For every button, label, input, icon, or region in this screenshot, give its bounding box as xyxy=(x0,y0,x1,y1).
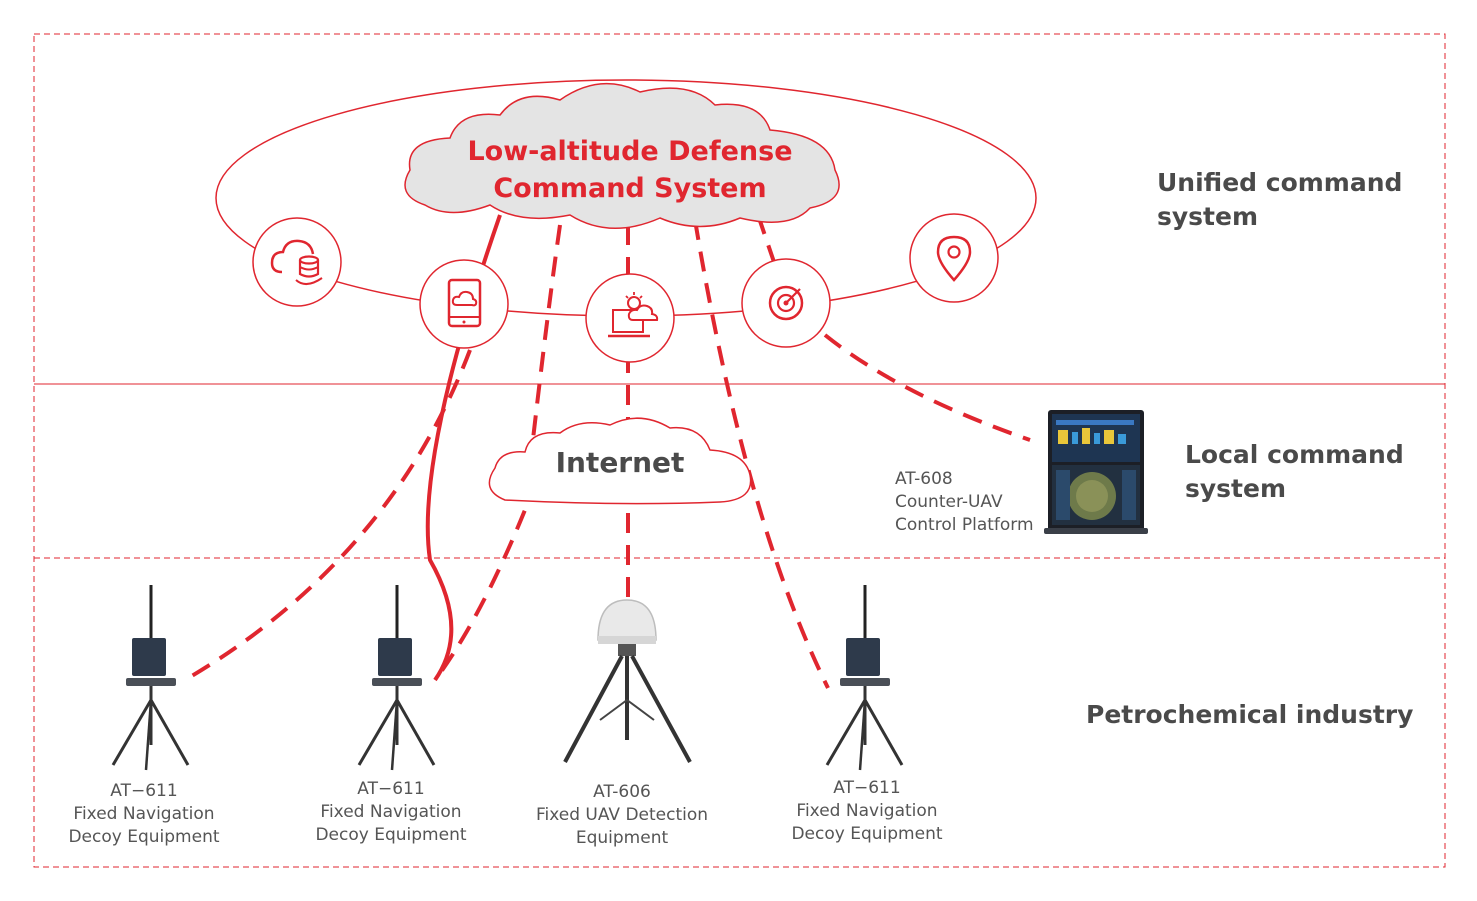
internet-cloud-shape xyxy=(488,417,752,505)
internet-label: Internet xyxy=(555,446,685,479)
device-4-line2: Decoy Equipment xyxy=(791,824,943,844)
device-2-model: AT−611 xyxy=(357,779,425,799)
device-4-line1: Fixed Navigation xyxy=(796,801,938,821)
main-cloud-shape xyxy=(404,82,840,229)
device-caption-2: AT−611 Fixed Navigation Decoy Equipment xyxy=(291,778,491,847)
device-1-model: AT−611 xyxy=(110,781,178,801)
platform-line1: Counter-UAV xyxy=(895,492,1003,512)
device-3-line2: Equipment xyxy=(575,828,669,848)
tier-local-line2: system xyxy=(1185,474,1287,503)
decoy-device-4-image xyxy=(825,585,904,771)
device-1-line1: Fixed Navigation xyxy=(73,804,215,824)
tier-petro-line1: Petrochemical industry xyxy=(1086,700,1414,729)
tier-local-line1: Local command xyxy=(1185,440,1404,469)
device-2-line1: Fixed Navigation xyxy=(320,802,462,822)
tier-unified-line1: Unified command xyxy=(1157,168,1403,197)
platform-line2: Control Platform xyxy=(895,515,1034,535)
device-caption-3: AT-606 Fixed UAV Detection Equipment xyxy=(512,781,732,850)
cloud-database-icon xyxy=(252,217,342,307)
link-cloud-to-internet xyxy=(433,224,562,682)
device-caption-1: AT−611 Fixed Navigation Decoy Equipment xyxy=(44,780,244,849)
cloud-title-line2: Command System xyxy=(493,173,767,204)
device-1-line2: Decoy Equipment xyxy=(68,827,220,847)
device-caption-4: AT−611 Fixed Navigation Decoy Equipment xyxy=(767,777,967,846)
link-cloud-to-decoy-4 xyxy=(693,219,830,689)
link-radar-to-platform xyxy=(823,333,1031,442)
platform-model: AT-608 xyxy=(895,469,953,489)
location-pin-icon xyxy=(909,213,999,303)
laptop-weather-icon xyxy=(585,273,675,363)
decoy-device-1-image xyxy=(111,585,190,771)
tier-unified-line2: system xyxy=(1157,202,1259,231)
platform-caption: AT-608 Counter-UAV Control Platform xyxy=(895,468,1034,537)
cloud-title-line1: Low-altitude Defense xyxy=(467,136,793,167)
device-3-model: AT-606 xyxy=(593,782,651,802)
control-platform-image xyxy=(1044,410,1148,534)
tier-label-unified: Unified command system xyxy=(1157,166,1402,234)
device-4-model: AT−611 xyxy=(833,778,901,798)
tier-label-petro: Petrochemical industry xyxy=(1086,698,1413,732)
cloud-title: Low-altitude Defense Command System xyxy=(420,133,840,207)
radar-target-icon xyxy=(741,258,831,348)
decoy-device-2-image xyxy=(357,585,436,771)
device-3-line1: Fixed UAV Detection xyxy=(535,805,709,825)
detection-device-image xyxy=(563,599,692,763)
device-2-line2: Decoy Equipment xyxy=(315,825,467,845)
tier-label-local: Local command system xyxy=(1185,438,1404,506)
link-cloud-to-radar xyxy=(756,214,777,266)
tablet-cloud-icon xyxy=(419,259,509,349)
outer-frame xyxy=(33,33,1446,868)
